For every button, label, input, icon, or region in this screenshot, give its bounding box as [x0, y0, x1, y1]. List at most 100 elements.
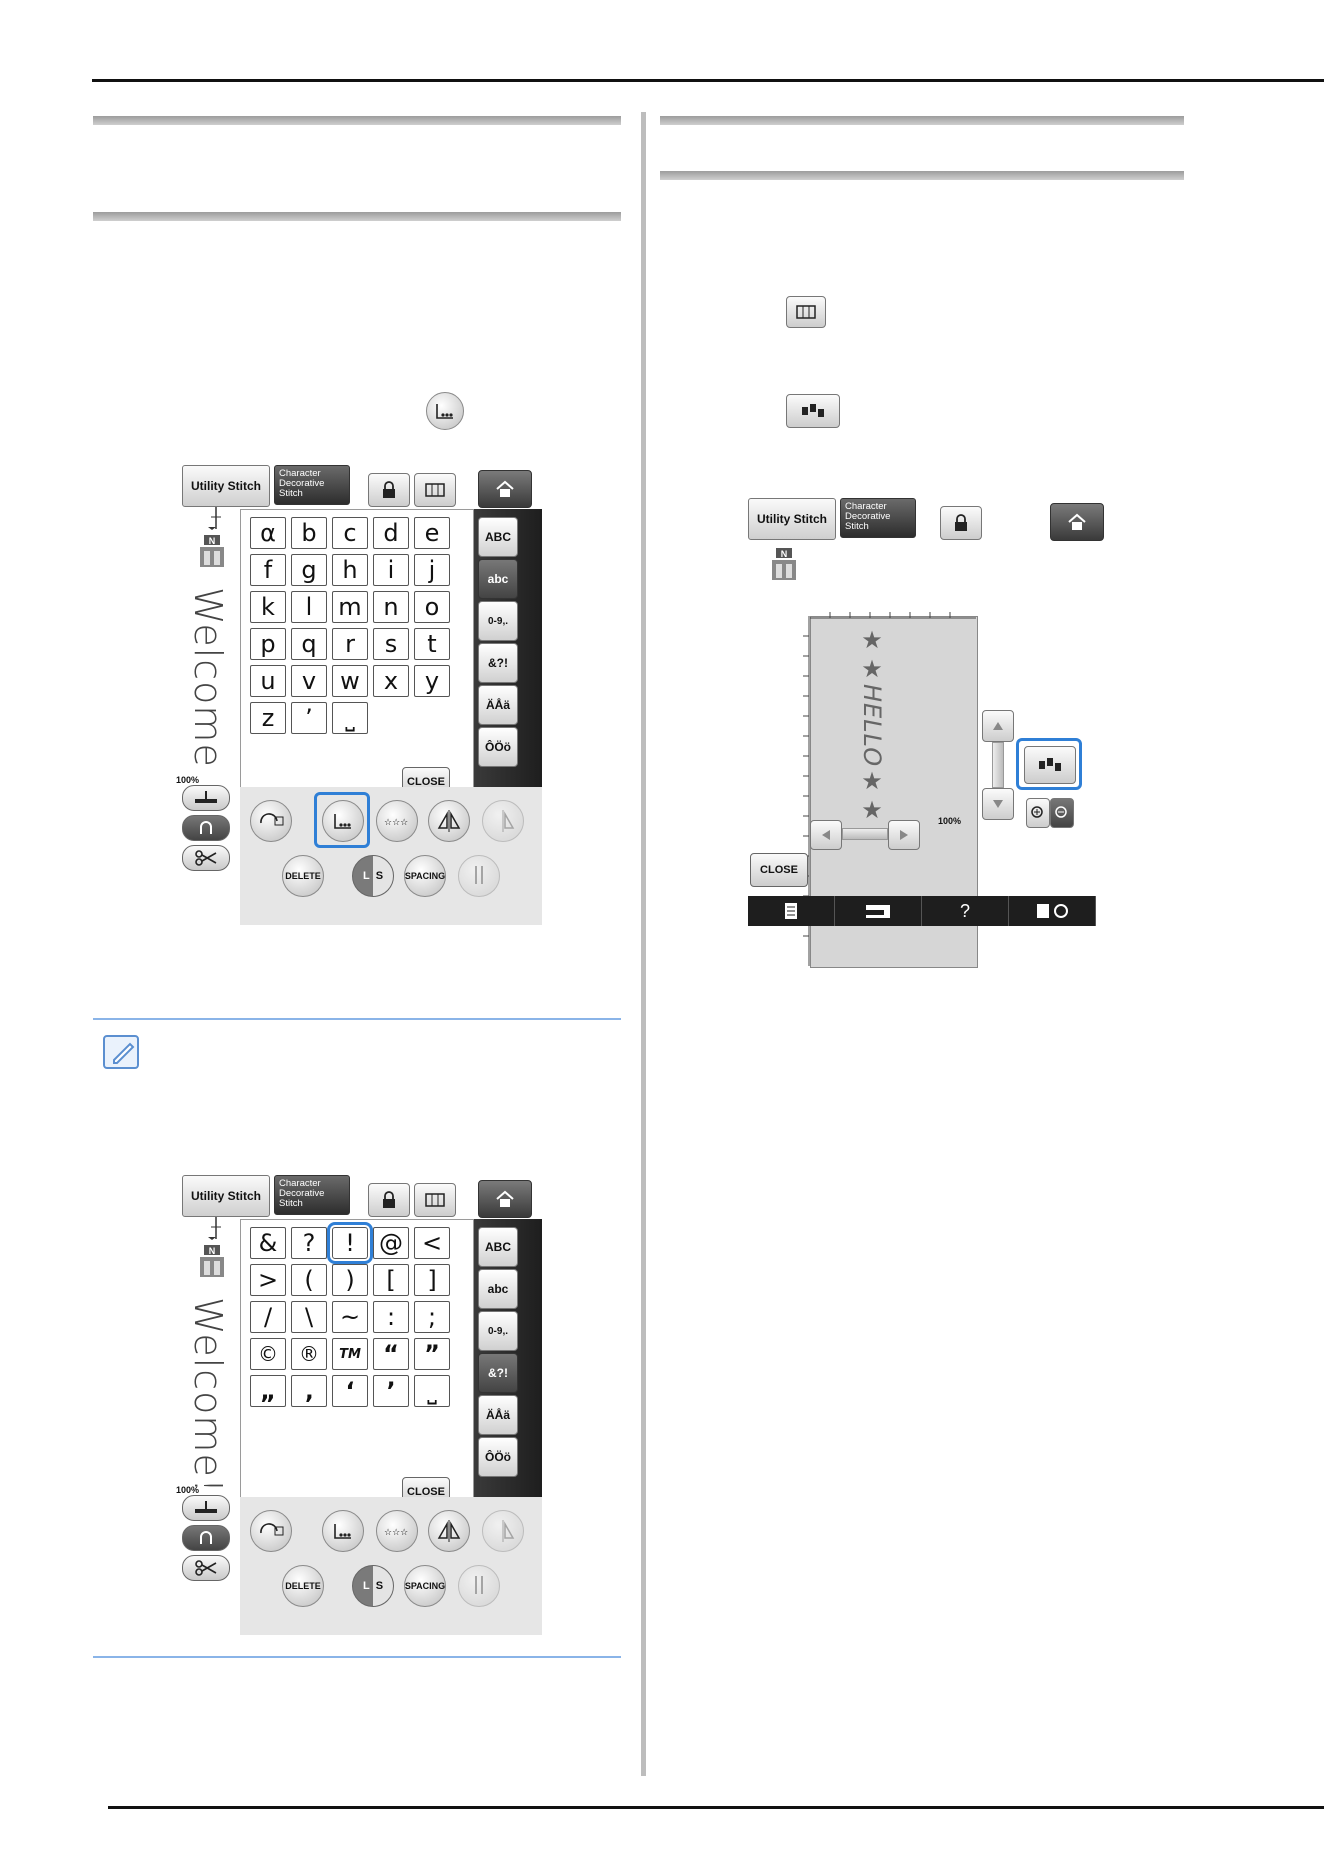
char-key[interactable]: g	[291, 554, 327, 586]
twin-needle-button[interactable]	[458, 855, 500, 897]
symbol-key[interactable]: “	[373, 1338, 409, 1370]
scroll-left-button[interactable]	[810, 820, 842, 850]
reverse-stitch-button[interactable]	[182, 815, 230, 841]
size-button[interactable]: ☆☆☆	[376, 800, 418, 842]
char-key[interactable]: α	[250, 517, 286, 549]
sewing-machine-icon[interactable]	[835, 896, 922, 926]
document-icon[interactable]	[748, 896, 835, 926]
stitch-image-button[interactable]	[1024, 746, 1076, 784]
symbol-key[interactable]: „	[250, 1375, 286, 1407]
thread-cutter-button[interactable]	[182, 1555, 230, 1581]
symbol-key[interactable]: ”	[414, 1338, 450, 1370]
settings-icon[interactable]	[1009, 896, 1096, 926]
symbol-key[interactable]: [	[373, 1264, 409, 1296]
home-button[interactable]	[478, 470, 532, 508]
rotate-button[interactable]	[250, 800, 292, 842]
scroll-right-button[interactable]	[888, 820, 920, 850]
home-button[interactable]	[478, 1180, 532, 1218]
char-key[interactable]: i	[373, 554, 409, 586]
twin-needle-button[interactable]	[458, 1565, 500, 1607]
symbol-key[interactable]: ]	[414, 1264, 450, 1296]
lock-button[interactable]	[368, 473, 410, 507]
char-key[interactable]: u	[250, 665, 286, 697]
symbol-key[interactable]: /	[250, 1301, 286, 1333]
uppercase-key[interactable]: ABC	[478, 517, 518, 557]
symbol-key[interactable]: ®	[291, 1338, 327, 1370]
tab-character-decorative[interactable]: Character Decorative Stitch	[840, 498, 916, 538]
tab-utility-stitch[interactable]: Utility Stitch	[182, 1175, 270, 1217]
lock-button[interactable]	[940, 506, 982, 540]
accented-lower-key[interactable]: ÔÖö	[478, 727, 518, 767]
size-button[interactable]: ☆☆☆	[376, 1510, 418, 1552]
scroll-up-button[interactable]	[982, 710, 1014, 742]
accented-lower-key[interactable]: ÔÖö	[478, 1437, 518, 1477]
char-key[interactable]: n	[373, 591, 409, 623]
symbol-key[interactable]: TM	[332, 1338, 368, 1370]
symbol-key[interactable]: ~	[332, 1301, 368, 1333]
font-select-button[interactable]	[322, 800, 364, 842]
view-button[interactable]	[414, 1183, 456, 1217]
view-button[interactable]	[414, 473, 456, 507]
reverse-stitch-button[interactable]	[182, 1525, 230, 1551]
home-button[interactable]	[1050, 503, 1104, 541]
char-key[interactable]: d	[373, 517, 409, 549]
symbol-key[interactable]: ;	[414, 1301, 450, 1333]
horizontal-scrollbar[interactable]	[842, 828, 888, 840]
char-key[interactable]: f	[250, 554, 286, 586]
char-key[interactable]: k	[250, 591, 286, 623]
space-key[interactable]: ⎵	[414, 1375, 450, 1407]
symbol-key[interactable]: <	[414, 1227, 450, 1259]
lowercase-key[interactable]: abc	[478, 559, 518, 599]
char-key[interactable]: y	[414, 665, 450, 697]
symbol-key[interactable]: &	[250, 1227, 286, 1259]
numbers-key[interactable]: 0-9,.	[478, 1311, 518, 1351]
lock-button[interactable]	[368, 1183, 410, 1217]
char-key[interactable]: r	[332, 628, 368, 660]
char-key[interactable]: e	[414, 517, 450, 549]
accented-upper-key[interactable]: ÄÅä	[478, 685, 518, 725]
space-key[interactable]: ⎵	[332, 702, 368, 734]
tab-character-decorative[interactable]: Character Decorative Stitch	[274, 465, 350, 505]
tab-utility-stitch[interactable]: Utility Stitch	[748, 498, 836, 540]
symbol-key[interactable]: >	[250, 1264, 286, 1296]
symbol-key[interactable]: (	[291, 1264, 327, 1296]
symbol-key[interactable]: ‘	[332, 1375, 368, 1407]
char-key[interactable]: o	[414, 591, 450, 623]
thread-cutter-button[interactable]	[182, 845, 230, 871]
mirror-button[interactable]	[428, 1510, 470, 1552]
char-key[interactable]: h	[332, 554, 368, 586]
char-key[interactable]: l	[291, 591, 327, 623]
zoom-out-button[interactable]	[1050, 798, 1074, 828]
char-key[interactable]: z	[250, 702, 286, 734]
char-key[interactable]: q	[291, 628, 327, 660]
mirror-vertical-button[interactable]	[482, 1510, 524, 1552]
tab-character-decorative[interactable]: Character Decorative Stitch	[274, 1175, 350, 1215]
symbol-key[interactable]: @	[373, 1227, 409, 1259]
char-key[interactable]: ’	[291, 702, 327, 734]
char-key[interactable]: m	[332, 591, 368, 623]
delete-button[interactable]: DELETE	[282, 855, 324, 897]
vertical-scrollbar[interactable]	[992, 742, 1004, 788]
spacing-button[interactable]: SPACING	[404, 855, 446, 897]
mirror-vertical-button[interactable]	[482, 800, 524, 842]
uppercase-key[interactable]: ABC	[478, 1227, 518, 1267]
char-key[interactable]: t	[414, 628, 450, 660]
font-select-button[interactable]	[322, 1510, 364, 1552]
rotate-button[interactable]	[250, 1510, 292, 1552]
close-button[interactable]: CLOSE	[750, 853, 808, 887]
symbol-key[interactable]: ©	[250, 1338, 286, 1370]
accented-upper-key[interactable]: ÄÅä	[478, 1395, 518, 1435]
char-key[interactable]: j	[414, 554, 450, 586]
tab-utility-stitch[interactable]: Utility Stitch	[182, 465, 270, 507]
char-key[interactable]: w	[332, 665, 368, 697]
presser-foot-button[interactable]	[182, 1495, 230, 1521]
help-icon[interactable]: ?	[922, 896, 1009, 926]
exclamation-key-selected[interactable]: !	[327, 1222, 373, 1264]
delete-button[interactable]: DELETE	[282, 1565, 324, 1607]
presser-foot-button[interactable]	[182, 785, 230, 811]
scroll-down-button[interactable]	[982, 788, 1014, 820]
mirror-button[interactable]	[428, 800, 470, 842]
symbol-key[interactable]: ?	[291, 1227, 327, 1259]
